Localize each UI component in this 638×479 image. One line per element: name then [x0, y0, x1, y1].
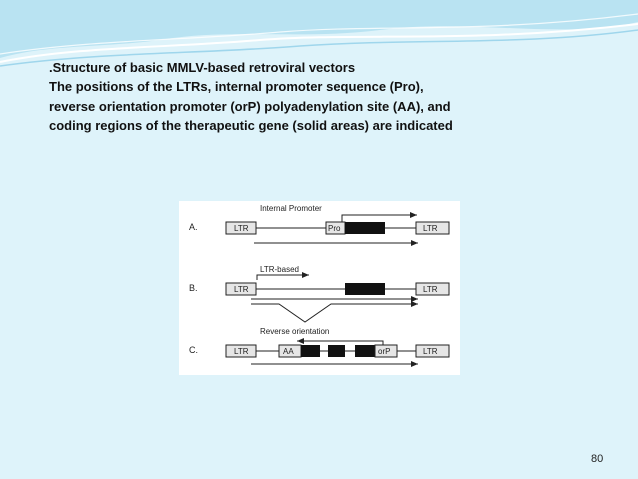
- panel-b-ltr-right-label: LTR: [423, 285, 438, 294]
- panel-c-ltr-right: [415, 344, 450, 358]
- wave-line-1: [0, 23, 638, 63]
- panel-a-ltr-right-label: LTR: [423, 224, 438, 233]
- caption-line-4: coding regions of the therapeutic gene (…: [49, 118, 453, 133]
- panel-c-ltr-left-label: LTR: [234, 347, 249, 356]
- decorative-waves: [0, 0, 638, 67]
- panel-c-letter: C.: [189, 345, 198, 355]
- caption-line-1: .Structure of basic MMLV-based retrovira…: [49, 60, 356, 75]
- wave-line-2: [0, 29, 638, 67]
- vector-diagram-svg: A. Internal Promoter LTR Pro LTR B. LTR-…: [189, 204, 450, 367]
- panel-c-ltr-left: [225, 344, 257, 358]
- panel-b-ltr-left: [225, 282, 257, 296]
- panel-c-title: Reverse orientation: [260, 327, 329, 336]
- panel-b-title: LTR-based: [260, 265, 299, 274]
- panel-c-orp-label: orP: [378, 347, 390, 356]
- panel-b-letter: B.: [189, 283, 198, 293]
- panel-a-coding-region: [345, 222, 385, 234]
- panel-a-ltr-left: [225, 221, 257, 235]
- panel-b-spliced-transcript: [251, 301, 418, 323]
- panel-c-orp-box: [374, 344, 398, 358]
- panel-a-title: Internal Promoter: [260, 204, 322, 213]
- panel-c-ltr-right-label: LTR: [423, 347, 438, 356]
- panel-b-ltr-right: [415, 282, 450, 296]
- panel-a-ltr-left-label: LTR: [234, 224, 249, 233]
- panel-a-ltr-right: [415, 221, 450, 235]
- wave-band: [0, 0, 638, 58]
- panel-a-letter: A.: [189, 222, 198, 232]
- panel-c-aa-label: AA: [283, 347, 294, 356]
- caption-line-3: reverse orientation promoter (orP) polya…: [49, 99, 451, 114]
- panel-b-coding-region: [345, 283, 385, 295]
- vector-diagram: A. Internal Promoter LTR Pro LTR B. LTR-…: [179, 201, 460, 375]
- page-number: 80: [591, 453, 604, 465]
- panel-c-coding-region-3: [355, 345, 375, 357]
- panel-b-ltr-arrow: [256, 272, 309, 280]
- panel-c-coding-region-2: [328, 345, 345, 357]
- panel-c-coding-region-1: [301, 345, 320, 357]
- panel-a-pro-label: Pro: [328, 224, 341, 233]
- wave-line-3: [0, 13, 638, 55]
- caption-line-2: The positions of the LTRs, internal prom…: [49, 79, 424, 94]
- panel-b-ltr-left-label: LTR: [234, 285, 249, 294]
